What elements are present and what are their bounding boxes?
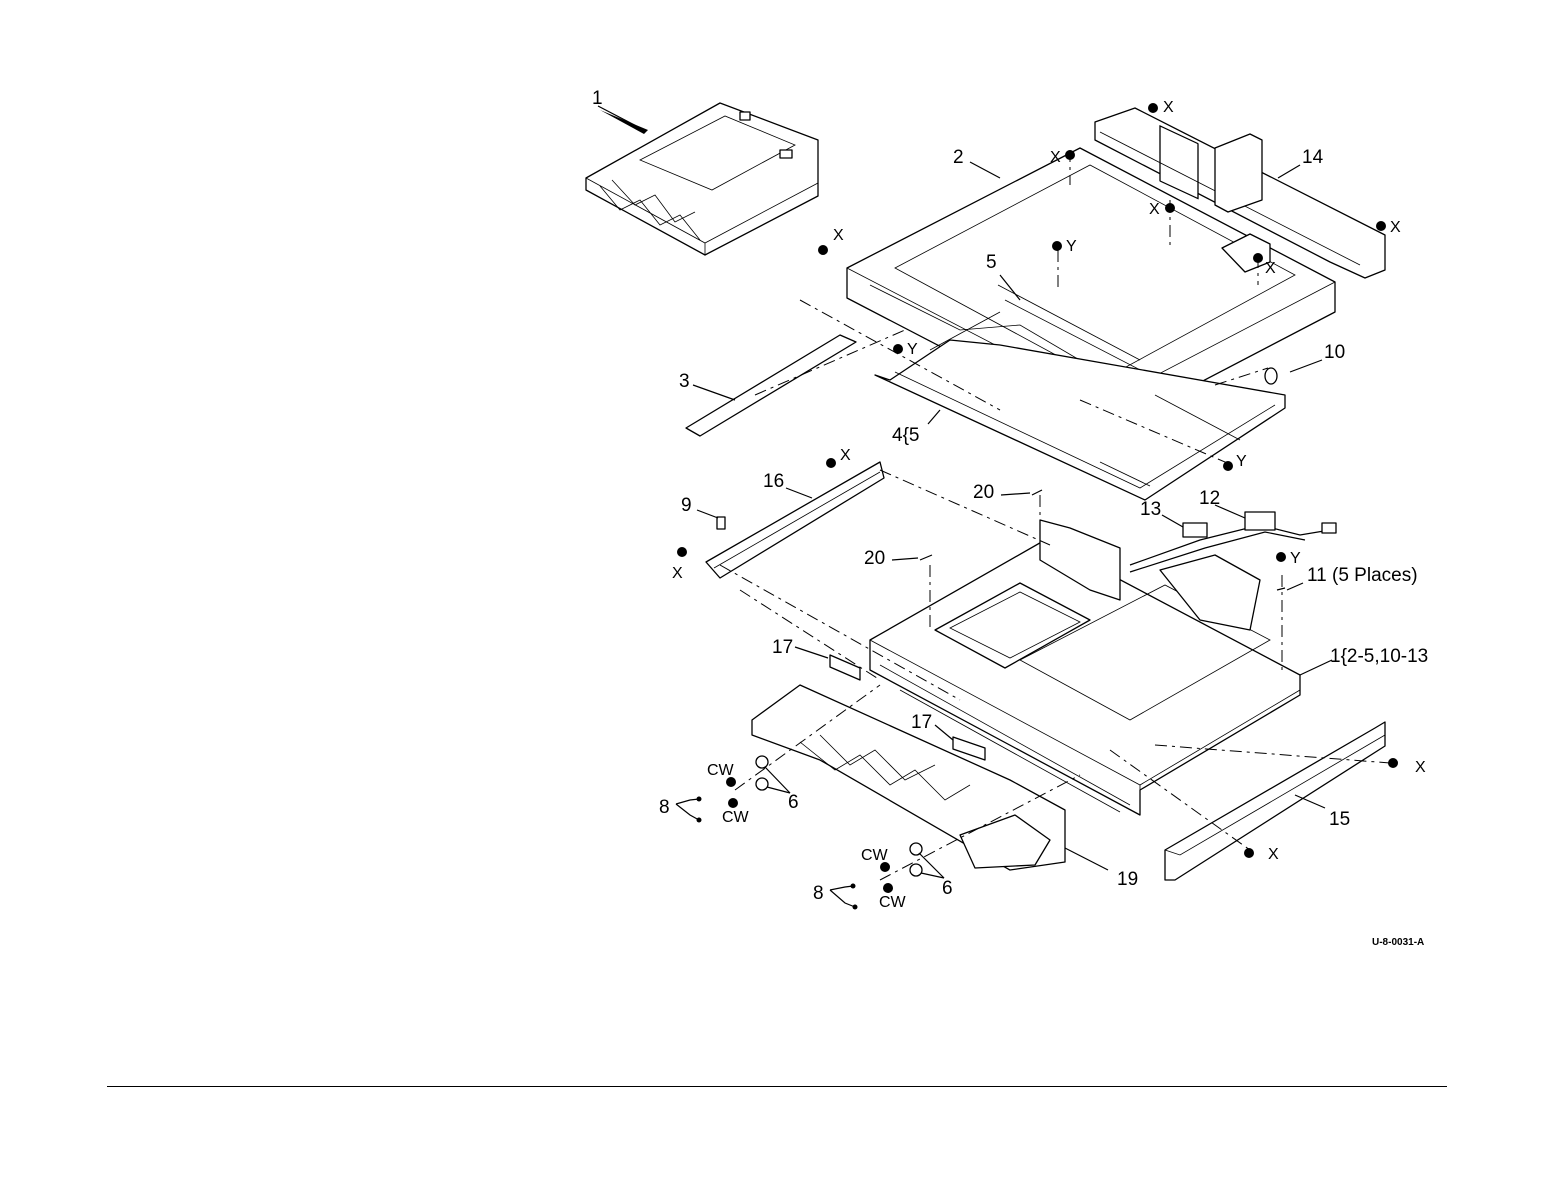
footer-divider [107, 1086, 1447, 1087]
side-rail-16 [706, 462, 884, 578]
callout-17-a: 17 [772, 637, 793, 658]
label-x: X [1265, 260, 1276, 277]
screw-x-9 [1388, 758, 1398, 768]
callout-10: 10 [1324, 342, 1345, 363]
label-x: X [1268, 846, 1279, 863]
screw-11 [1277, 588, 1285, 590]
callout-11: 11 (5 Places) [1307, 565, 1418, 586]
pin-20-b [920, 555, 932, 560]
screw-x-2 [1065, 150, 1075, 160]
label-cw: CW [861, 847, 889, 864]
callout-20-a: 20 [973, 482, 994, 503]
label-cw: CW [722, 809, 750, 826]
callout-19: 19 [1117, 869, 1138, 890]
label-y: Y [1066, 238, 1077, 255]
connector-13 [1183, 523, 1207, 537]
figure-id: U-8-0031-A [1372, 937, 1424, 948]
label-y: Y [907, 341, 918, 358]
label-cw: CW [707, 762, 735, 779]
callout-1-assembly: 1{2-5,10-13 [1330, 646, 1428, 667]
label-x: X [840, 447, 851, 464]
callout-3: 3 [679, 371, 690, 392]
screw-y-2 [893, 344, 903, 354]
callout-12: 12 [1199, 488, 1220, 509]
callout-1: 1 [592, 88, 603, 109]
label-x: X [672, 565, 683, 582]
callout-14: 14 [1302, 147, 1324, 168]
bracket-17-a [830, 655, 860, 680]
strip-3 [686, 335, 856, 436]
washer-cw-4 [883, 883, 893, 893]
label-x: X [1415, 759, 1426, 776]
callout-8-a: 8 [659, 797, 670, 818]
label-x: X [1149, 201, 1160, 218]
screw-x-1 [1148, 103, 1158, 113]
label-y: Y [1290, 550, 1301, 567]
pin-20-a [1032, 490, 1042, 495]
callout-9: 9 [681, 495, 692, 516]
screw-x-5 [1253, 253, 1263, 263]
label-x: X [1050, 149, 1061, 166]
callout-4: 4{5 [892, 425, 919, 446]
screw-x-4 [1376, 221, 1386, 231]
screw-y-4 [1276, 552, 1286, 562]
callout-15: 15 [1329, 809, 1350, 830]
label-x: X [1390, 219, 1401, 236]
screw-x-7 [826, 458, 836, 468]
callout-13: 13 [1140, 499, 1161, 520]
screw-x-3 [1165, 203, 1175, 213]
cable-12 [1130, 512, 1336, 572]
clip-9 [717, 517, 725, 529]
screw-x-8 [677, 547, 687, 557]
callout-6-b: 6 [942, 878, 953, 899]
label-y: Y [1236, 453, 1247, 470]
callout-6-a: 6 [788, 792, 799, 813]
callout-16: 16 [763, 471, 784, 492]
callout-20-b: 20 [864, 548, 885, 569]
assembly-1-thumbnail [586, 103, 818, 255]
callout-2: 2 [953, 147, 964, 168]
label-x: X [1163, 99, 1174, 116]
label-cw: CW [879, 894, 907, 911]
screw-y-3 [1223, 461, 1233, 471]
screw-x-6 [818, 245, 828, 255]
washer-cw-2 [728, 798, 738, 808]
part-10 [1265, 368, 1277, 384]
callout-17-b: 17 [911, 712, 932, 733]
screw-y-1 [1052, 241, 1062, 251]
label-x: X [833, 227, 844, 244]
screw-x-10 [1244, 848, 1254, 858]
callout-8-b: 8 [813, 883, 824, 904]
callout-5: 5 [986, 252, 997, 273]
